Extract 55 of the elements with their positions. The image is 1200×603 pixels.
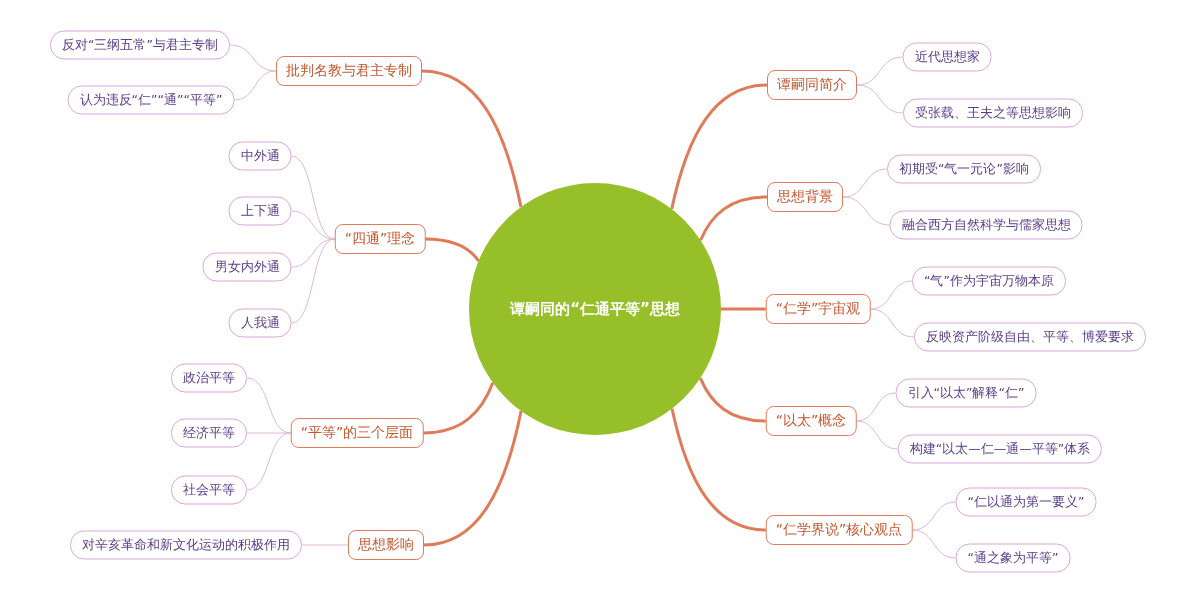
- connector-line: [291, 238, 336, 324]
- branch-line: [425, 237, 480, 262]
- connector-line: [842, 196, 890, 226]
- connector-line: [855, 420, 899, 450]
- subtopic-box: 对辛亥革命和新文化运动的积极作用: [70, 530, 302, 560]
- branch-line: [423, 410, 523, 547]
- subtopic-box: “仁以通为第一要义”: [955, 487, 1097, 517]
- subtopic-box: 男女内外通: [202, 252, 292, 282]
- subtopic-box: 政治平等: [171, 363, 247, 393]
- connector-line: [246, 432, 292, 434]
- subtopic-box: 融合西方自然科学与儒家思想: [889, 210, 1083, 240]
- topic-box: “仁学界说”核心观点: [765, 515, 913, 545]
- topic-box: “仁学”宇宙观: [765, 294, 871, 324]
- subtopic-box: “通之象为平等”: [955, 543, 1071, 573]
- subtopic-box: 构建“以太—仁—通—平等”体系: [897, 434, 1103, 464]
- subtopic-box: 上下通: [228, 196, 292, 226]
- subtopic-box: 初期受“气一元论”影响: [887, 154, 1041, 184]
- topic-box: “以太”概念: [765, 406, 857, 436]
- connector-line: [301, 544, 349, 546]
- branch-line: [670, 83, 768, 210]
- topic-box: 批判名教与君主专制: [276, 56, 422, 86]
- connector-line: [842, 168, 888, 198]
- connector-line: [911, 501, 956, 531]
- subtopic-box: 反映资产阶级自由、平等、博爱要求: [914, 322, 1146, 352]
- connector-line: [856, 56, 903, 86]
- topic-box: 思想背景: [767, 182, 843, 212]
- subtopic-box: 人我通: [228, 308, 292, 338]
- subtopic-box: 近代思想家: [902, 42, 992, 72]
- connector-line: [246, 432, 292, 491]
- topic-box: “四通”理念: [334, 224, 426, 254]
- subtopic-box: 社会平等: [171, 475, 247, 505]
- branch-line: [699, 195, 768, 241]
- branch-line: [423, 382, 495, 435]
- branch-line: [699, 377, 766, 423]
- connector-line: [911, 529, 956, 559]
- connector-line: [869, 308, 915, 338]
- subtopic-box: 受张载、王夫之等思想影响: [903, 98, 1083, 128]
- branch-line: [721, 307, 766, 311]
- central-topic-circle: 谭嗣同的“仁通平等”思想: [469, 183, 721, 435]
- subtopic-box: “气”作为宇宙万物本原: [912, 266, 1066, 296]
- topic-box: 谭嗣同简介: [767, 70, 857, 100]
- connector-line: [855, 392, 897, 422]
- connector-line: [869, 280, 913, 310]
- subtopic-box: 反对“三纲五常”与君主专制: [50, 30, 230, 60]
- connector-line: [856, 84, 904, 114]
- connector-line: [233, 70, 277, 101]
- connector-line: [229, 44, 277, 72]
- topic-box: 思想影响: [348, 530, 424, 560]
- subtopic-box: 引入“以太”解释“仁”: [895, 378, 1037, 408]
- subtopic-box: 经济平等: [171, 418, 247, 448]
- subtopic-box: 中外通: [228, 141, 292, 171]
- branch-line: [421, 69, 523, 208]
- subtopic-box: 认为违反“仁”“通”“平等”: [67, 85, 235, 115]
- branch-line: [670, 408, 766, 532]
- topic-box: “平等”的三个层面: [290, 418, 424, 448]
